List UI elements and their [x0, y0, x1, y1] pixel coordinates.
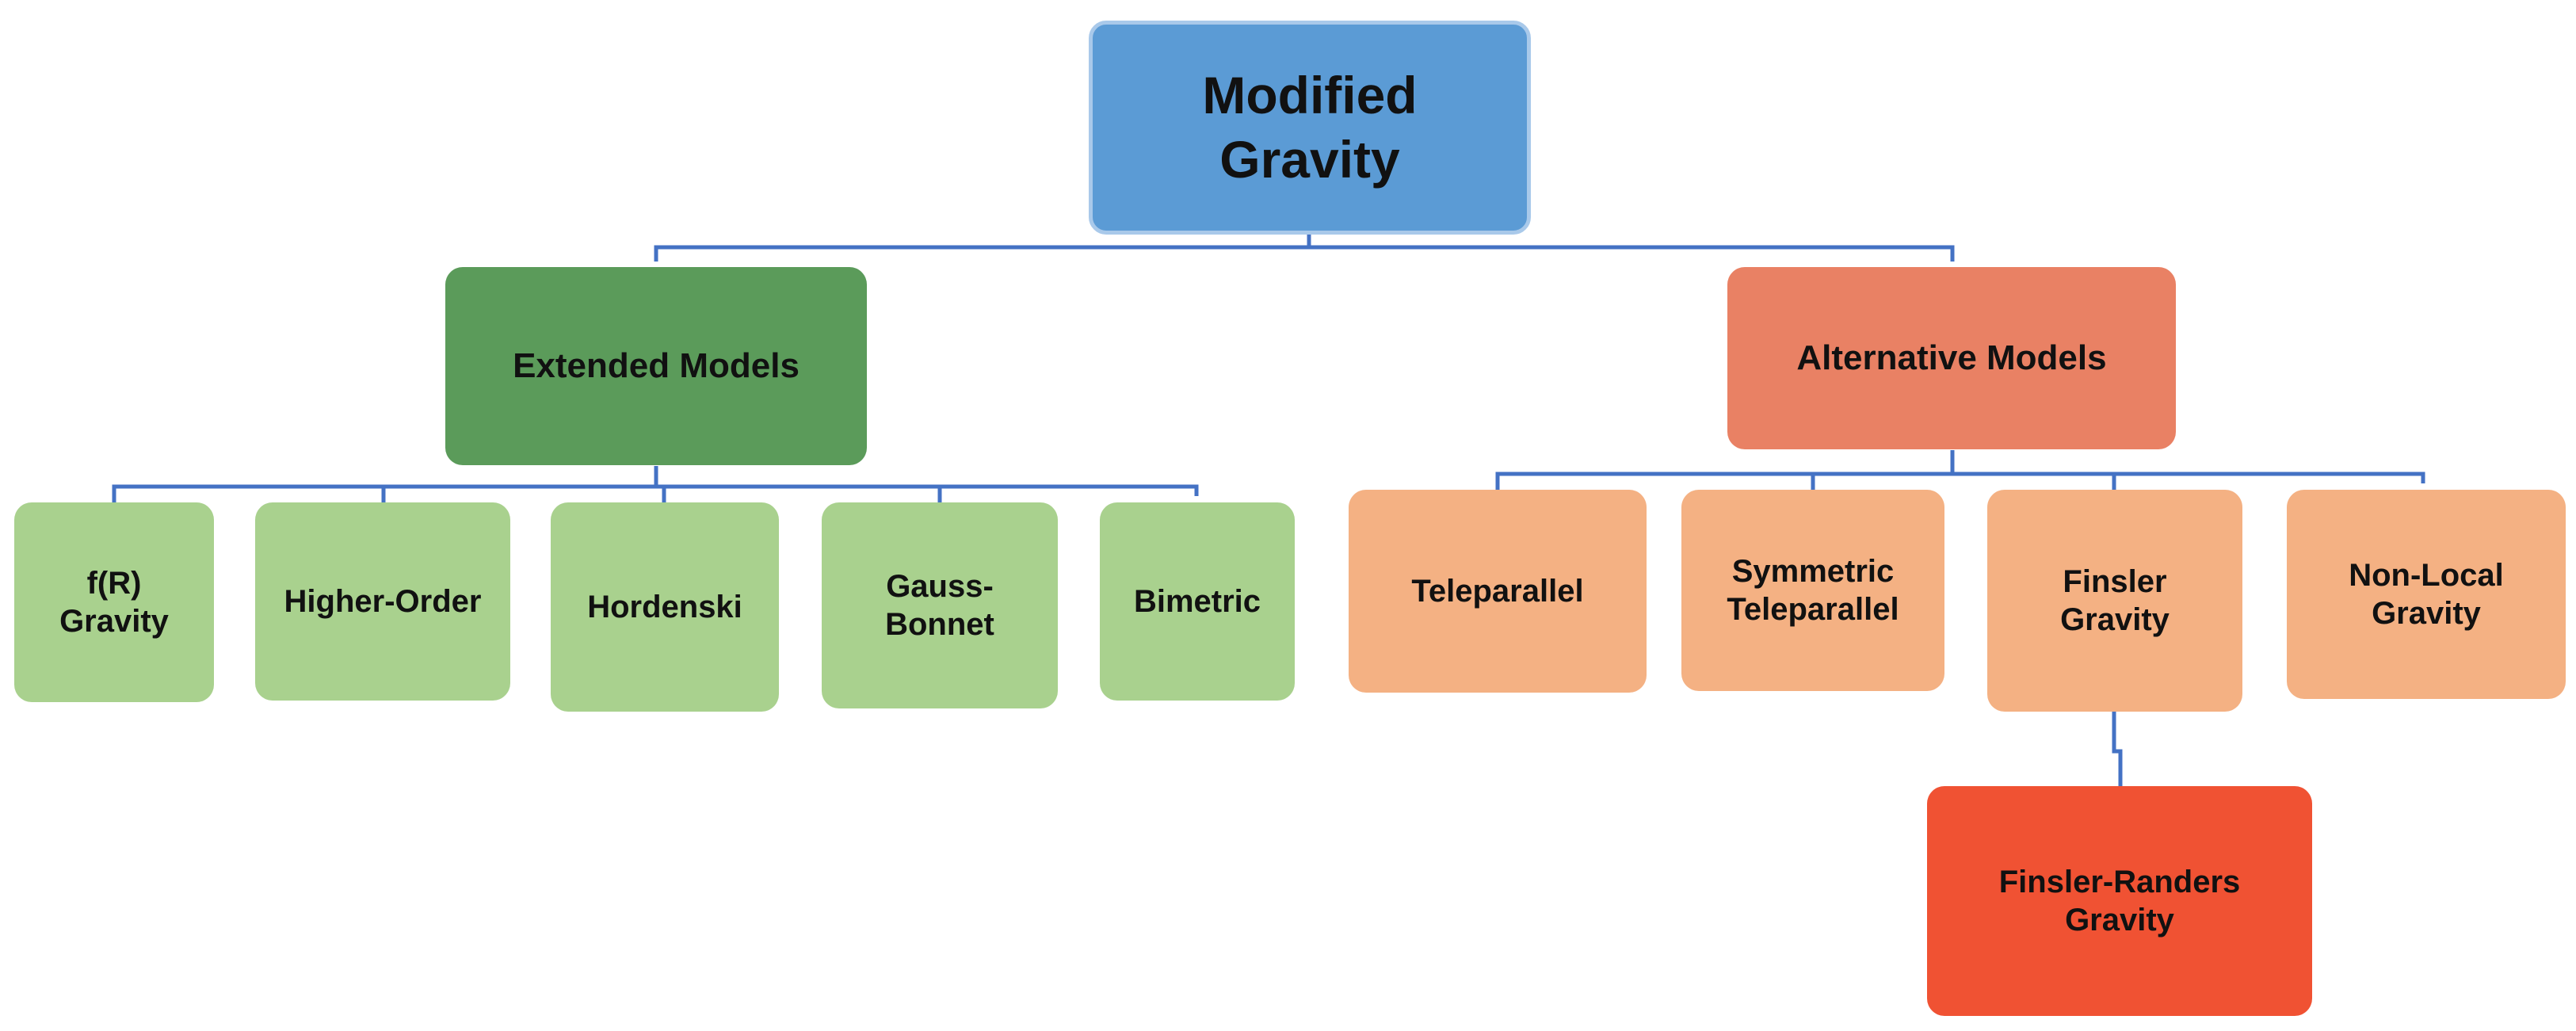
extended-models-box: Extended Models: [445, 267, 867, 465]
gauss-bonnet-box: Gauss-Bonnet: [822, 502, 1058, 708]
gauss-bonnet-label: Gauss-Bonnet: [885, 569, 994, 642]
non-local-gravity-label: Non-Local Gravity: [2349, 558, 2504, 631]
f-r-gravity-box: f(R) Gravity: [14, 502, 214, 702]
non-local-gravity-box: Non-Local Gravity: [2287, 490, 2566, 699]
finsler-gravity-label: Finsler Gravity: [2060, 564, 2170, 637]
alternative-models-box: Alternative Models: [1727, 267, 2176, 449]
connector-alternative-bus: [1495, 450, 2425, 490]
extended-models-label: Extended Models: [513, 346, 800, 385]
modified-gravity-box: Modified Gravity: [1089, 21, 1531, 235]
f-r-gravity-label: f(R) Gravity: [59, 566, 169, 639]
alternative-models-label: Alternative Models: [1796, 338, 2107, 377]
connector-root-bus: [654, 230, 1955, 262]
connector-extended-bus: [112, 466, 1199, 502]
bimetric-box: Bimetric: [1100, 502, 1295, 701]
finsler-gravity-box: Finsler Gravity: [1987, 490, 2242, 712]
teleparallel-box: Teleparallel: [1349, 490, 1647, 693]
hordenski-box: Hordenski: [551, 502, 779, 712]
higher-order-box: Higher-Order: [255, 502, 510, 701]
symmetric-teleparallel-label: Symmetric Teleparallel: [1727, 554, 1899, 627]
connector-finsler-randers: [2112, 712, 2123, 786]
higher-order-label: Higher-Order: [284, 584, 482, 619]
finsler-randers-gravity-box: Finsler-Randers Gravity: [1927, 786, 2312, 1016]
symmetric-teleparallel-box: Symmetric Teleparallel: [1681, 490, 1944, 691]
teleparallel-label: Teleparallel: [1411, 574, 1584, 609]
bimetric-label: Bimetric: [1133, 584, 1261, 619]
finsler-randers-gravity-label: Finsler-Randers Gravity: [1998, 865, 2241, 937]
hordenski-label: Hordenski: [587, 590, 742, 624]
modified-gravity-label: Modified Gravity: [1202, 66, 1418, 189]
